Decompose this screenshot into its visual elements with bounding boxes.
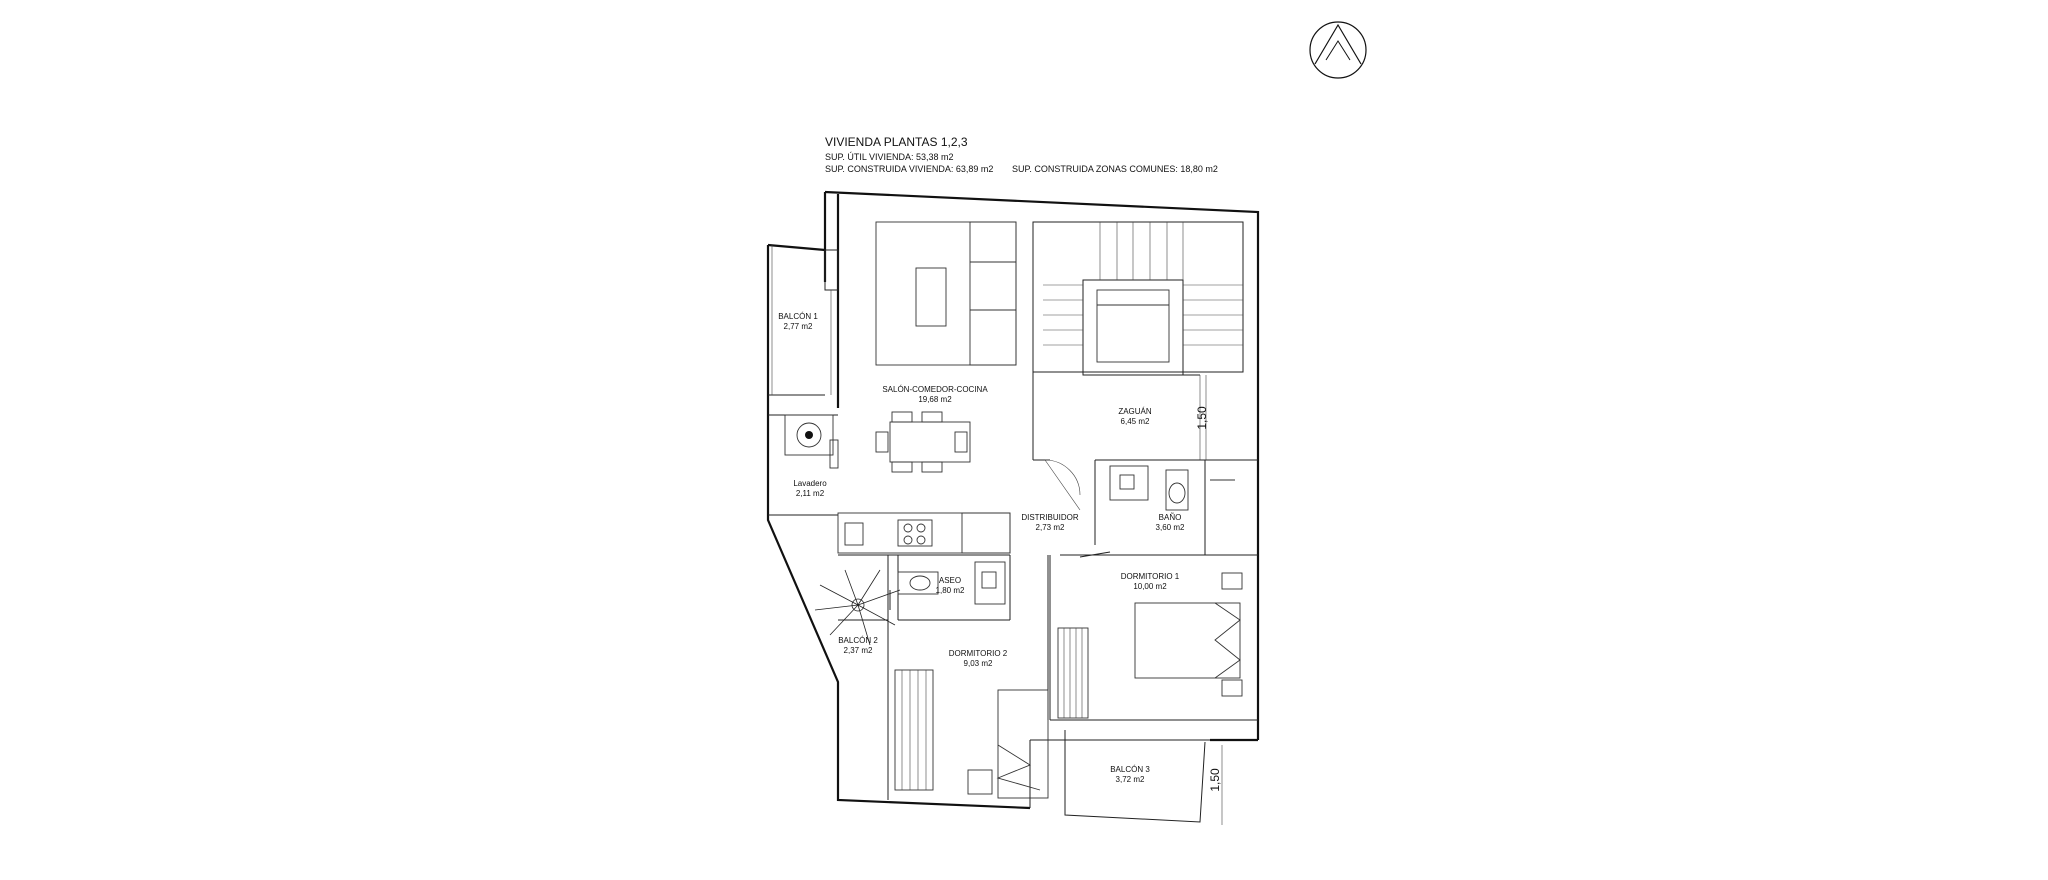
aseo-fixtures (897, 561, 1006, 605)
room-name-balcon3: BALCÓN 3 (1110, 765, 1150, 774)
room-area-distribuidor: 2,73 m2 (1036, 523, 1065, 532)
plant-icon (814, 569, 901, 646)
interior-walls (768, 414, 1258, 800)
washing-machine-icon (784, 414, 839, 469)
room-name-dormitorio1: DORMITORIO 1 (1121, 572, 1180, 581)
sup-util-label: SUP. ÚTIL VIVIENDA: 53,38 m2 (825, 152, 954, 162)
room-name-aseo: ASEO (939, 576, 961, 585)
dimension-lines (1205, 375, 1223, 825)
room-area-balcon2: 2,37 m2 (844, 646, 873, 655)
room-area-zaguan: 6,45 m2 (1121, 417, 1150, 426)
room-area-salon: 19,68 m2 (918, 395, 952, 404)
dimension-balcon3: 1,50 (1208, 768, 1222, 792)
sup-construida-label: SUP. CONSTRUIDA VIVIENDA: 63,89 m2 (825, 164, 994, 174)
dormitorio1-furniture (1057, 572, 1243, 719)
room-name-lavadero: Lavadero (793, 479, 827, 488)
room-name-salon: SALÓN-COMEDOR-COCINA (882, 385, 988, 394)
room-area-dormitorio1: 10,00 m2 (1133, 582, 1167, 591)
room-area-lavadero: 2,11 m2 (796, 489, 825, 498)
balcon1-area (768, 245, 839, 396)
room-name-dormitorio2: DORMITORIO 2 (949, 649, 1008, 658)
dimension-zaguan: 1,50 (1195, 406, 1209, 430)
kitchen-counter (837, 512, 1011, 554)
room-name-balcon2: BALCÓN 2 (838, 636, 878, 645)
bano-fixtures (1109, 465, 1235, 511)
room-name-zaguan: ZAGUÁN (1118, 407, 1152, 416)
exterior-walls (766, 190, 1260, 810)
room-area-aseo: 1,80 m2 (936, 586, 965, 595)
dormitorio2-furniture (894, 669, 1049, 799)
room-area-balcon3: 3,72 m2 (1116, 775, 1145, 784)
north-arrow-icon (1309, 21, 1367, 79)
room-area-balcon1: 2,77 m2 (784, 322, 813, 331)
doors (889, 459, 1111, 610)
room-name-balcon1: BALCÓN 1 (778, 312, 818, 321)
balcon3-area (1064, 730, 1206, 823)
room-name-bano: BAÑO (1159, 513, 1182, 522)
plan-title: VIVIENDA PLANTAS 1,2,3 (825, 135, 968, 149)
sup-comunes-label: SUP. CONSTRUIDA ZONAS COMUNES: 18,80 m2 (1012, 164, 1218, 174)
room-area-dormitorio2: 9,03 m2 (964, 659, 993, 668)
living-furniture (875, 221, 1017, 473)
stair-core (1032, 221, 1244, 461)
room-name-distribuidor: DISTRIBUIDOR (1021, 513, 1079, 522)
room-area-bano: 3,60 m2 (1156, 523, 1185, 532)
